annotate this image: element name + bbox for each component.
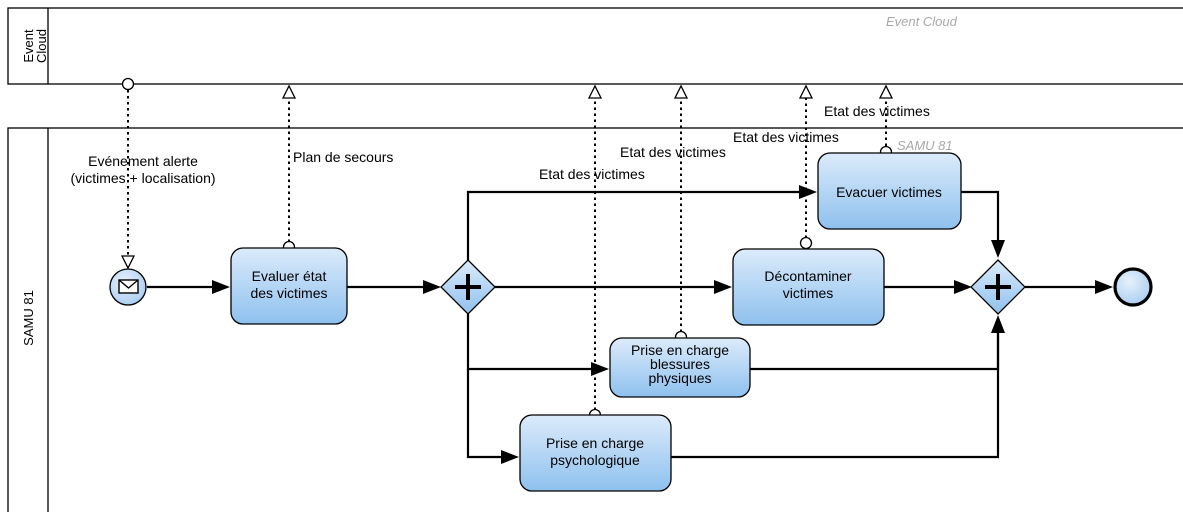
text-line: Evénement alerte [88,153,198,169]
text-line: psychologique [550,452,640,468]
text-line: Cloud [34,29,49,63]
text-line: Etat des victimes [824,103,930,119]
message-source-marker [121,77,135,91]
sequence-flows [147,185,1113,464]
text-line: Prise en charge [631,342,729,358]
message-label-alerte: Evénement alerte(victimes + localisation… [70,153,215,186]
text-line: Event Cloud [886,14,958,29]
text-line: blessures [650,356,710,372]
message-flows [120,77,894,422]
join-gateway[interactable] [970,259,1026,315]
event-cloud-pool-label: EventCloud [21,29,49,63]
task-evacuer-label: Evacuer victimes [836,184,942,200]
message-label-etat-3: Etat des victimes [733,129,839,145]
envelope-icon [118,279,139,294]
end-circle-icon [1113,267,1153,307]
message-labels: Evénement alerte(victimes + localisation… [70,103,929,186]
text-line: Event [21,29,36,63]
message-label-etat-2: Etat des victimes [620,144,726,160]
text-line: physiques [648,370,711,386]
message-arrow-head [120,255,136,270]
parallel-plus-icon [985,274,1011,300]
text-line: (victimes + localisation) [70,170,215,186]
task-evacuer[interactable]: Evacuer victimes [817,152,962,230]
message-label-etat-4: Etat des victimes [824,103,930,119]
text-line: SAMU 81 [21,290,36,346]
split-gateway[interactable] [440,259,496,315]
text-line: Etat des victimes [620,144,726,160]
start-event[interactable] [109,268,147,306]
text-line: des victimes [250,285,327,301]
text-line: Evacuer victimes [836,184,942,200]
text-line: Etat des victimes [733,129,839,145]
event-cloud-watermark: Event Cloud [886,14,958,29]
text-line: Prise en charge [546,435,644,451]
end-event[interactable] [1113,267,1153,307]
text-line: victimes [783,285,834,301]
event-cloud-pool[interactable]: EventCloud Event Cloud [7,7,1183,85]
text-line: Décontaminer [764,268,851,284]
parallel-plus-icon [455,274,481,300]
samu-watermark: SAMU 81 [897,138,953,153]
samu-pool-label: SAMU 81 [21,290,36,346]
text-line: Plan de secours [293,149,393,165]
text-line: Etat des victimes [539,166,645,182]
text-line: SAMU 81 [897,138,953,153]
message-label-plan: Plan de secours [293,149,393,165]
text-line: Evaluer état [252,268,327,284]
message-label-etat-1: Etat des victimes [539,166,645,182]
